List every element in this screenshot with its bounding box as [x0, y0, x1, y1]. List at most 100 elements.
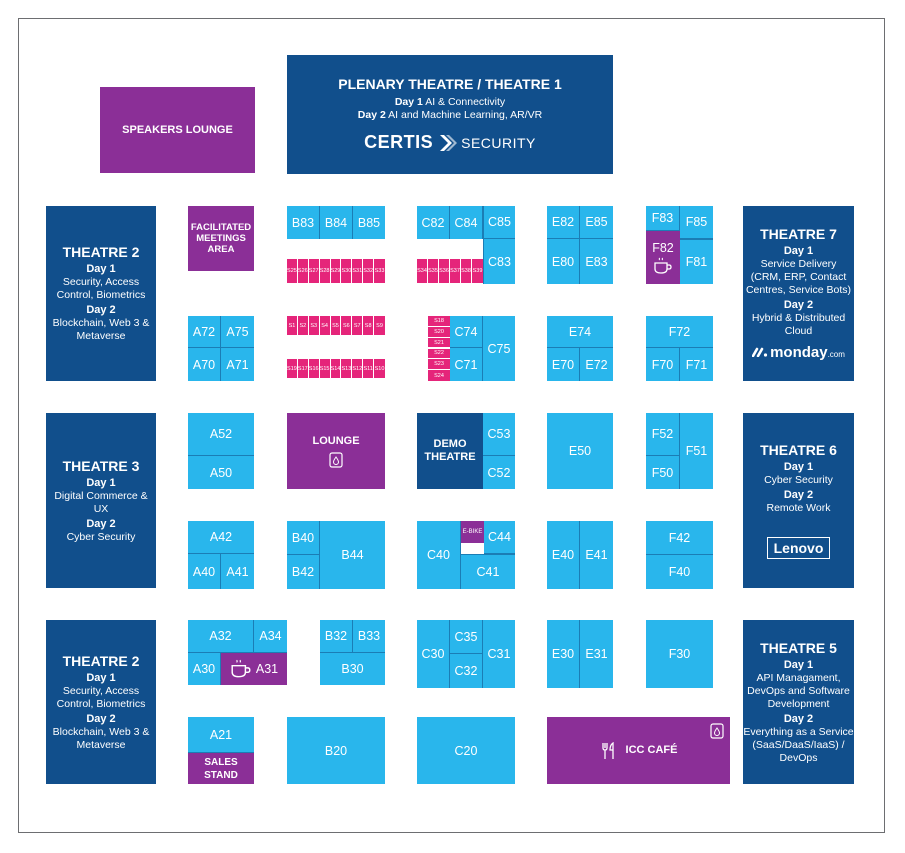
booth-A71[interactable]: A71: [221, 348, 254, 381]
booth-F52[interactable]: F52: [646, 413, 680, 456]
booth-E83[interactable]: E83: [580, 239, 613, 284]
small-stand-S3[interactable]: S3: [308, 316, 320, 335]
booth-E40[interactable]: E40: [547, 521, 580, 589]
booth-E82[interactable]: E82: [547, 206, 580, 239]
small-stand-S20[interactable]: S20: [428, 326, 450, 338]
small-stand-S10[interactable]: S10: [374, 359, 385, 378]
booth-F71[interactable]: F71: [680, 348, 713, 381]
ebike-stand[interactable]: E-BIKE: [461, 521, 484, 543]
booth-A34[interactable]: A34: [254, 620, 287, 653]
booth-F85[interactable]: F85: [680, 206, 713, 239]
lounge[interactable]: LOUNGE: [287, 413, 385, 489]
small-stand-S6[interactable]: S6: [341, 316, 353, 335]
booth-C20[interactable]: C20: [417, 717, 515, 784]
small-stand-S1[interactable]: S1: [287, 316, 298, 335]
booth-B84[interactable]: B84: [320, 206, 353, 239]
small-stand-S19[interactable]: S19: [287, 359, 298, 378]
booth-C41[interactable]: C41: [461, 554, 515, 589]
small-stand-S14[interactable]: S14: [330, 359, 342, 378]
facilitated-meetings-area[interactable]: FACILITATED MEETINGS AREA: [188, 206, 254, 271]
theatre-3[interactable]: THEATRE 3 Day 1 Digital Commerce & UX Da…: [46, 413, 156, 588]
small-stand-S39[interactable]: S39: [472, 259, 483, 283]
small-stand-S17[interactable]: S17: [297, 359, 309, 378]
booth-F40[interactable]: F40: [646, 555, 713, 589]
small-stand-S15[interactable]: S15: [319, 359, 331, 378]
booth-F51[interactable]: F51: [680, 413, 713, 489]
booth-E74[interactable]: E74: [547, 316, 613, 348]
booth-C82[interactable]: C82: [417, 206, 450, 239]
booth-F30[interactable]: F30: [646, 620, 713, 688]
booth-C53[interactable]: C53: [483, 413, 515, 456]
booth-E31[interactable]: E31: [580, 620, 613, 688]
booth-B42[interactable]: B42: [287, 555, 320, 589]
theatre-5[interactable]: THEATRE 5 Day 1 API Managament, DevOps a…: [743, 620, 854, 784]
booth-E70[interactable]: E70: [547, 348, 580, 381]
booth-F83[interactable]: F83: [646, 206, 680, 231]
booth-A70[interactable]: A70: [188, 348, 221, 381]
sales-stand[interactable]: SALES STAND: [188, 753, 254, 784]
booth-E41[interactable]: E41: [580, 521, 613, 589]
booth-B30[interactable]: B30: [320, 653, 385, 685]
booth-A32[interactable]: A32: [188, 620, 254, 653]
booth-A31[interactable]: A31: [221, 653, 287, 685]
booth-F82[interactable]: F82: [646, 231, 680, 284]
booth-F81[interactable]: F81: [680, 239, 713, 284]
booth-A42[interactable]: A42: [188, 521, 254, 554]
small-stand-S9[interactable]: S9: [374, 316, 385, 335]
booth-C30[interactable]: C30: [417, 620, 450, 688]
small-stand-S36[interactable]: S36: [439, 259, 450, 283]
booth-F70[interactable]: F70: [646, 348, 680, 381]
booth-A21[interactable]: A21: [188, 717, 254, 753]
booth-C44[interactable]: C44: [484, 521, 515, 554]
booth-C40[interactable]: C40: [417, 521, 461, 589]
theatre-6[interactable]: THEATRE 6 Day 1 Cyber Security Day 2 Rem…: [743, 413, 854, 588]
speakers-lounge[interactable]: SPEAKERS LOUNGE: [100, 87, 255, 173]
small-stand-S32[interactable]: S32: [363, 259, 375, 283]
booth-A52[interactable]: A52: [188, 413, 254, 456]
small-stand-S11[interactable]: S11: [363, 359, 375, 378]
booth-C85[interactable]: C85: [483, 206, 515, 239]
booth-B40[interactable]: B40: [287, 521, 320, 555]
small-stand-S21[interactable]: S21: [428, 337, 450, 349]
booth-B85[interactable]: B85: [357, 215, 381, 230]
booth-C35[interactable]: C35: [450, 620, 483, 654]
small-stand-S13[interactable]: S13: [341, 359, 353, 378]
booth-B33[interactable]: B33: [353, 620, 385, 653]
small-stand-S8[interactable]: S8: [363, 316, 375, 335]
booth-C83[interactable]: C83: [483, 239, 515, 284]
small-stand-S22[interactable]: S22: [428, 348, 450, 360]
small-stand-S26[interactable]: S26: [297, 259, 309, 283]
booth-B20[interactable]: B20: [287, 717, 385, 784]
small-stand-S27[interactable]: S27: [308, 259, 320, 283]
booth-C75[interactable]: C75: [483, 316, 515, 381]
booth-B32[interactable]: B32: [320, 620, 353, 653]
booth-E50[interactable]: E50: [547, 413, 613, 489]
small-stand-S2[interactable]: S2: [297, 316, 309, 335]
small-stand-S16[interactable]: S16: [308, 359, 320, 378]
booth-C71[interactable]: C71: [450, 348, 483, 381]
booth-C32[interactable]: C32: [450, 654, 483, 688]
small-stand-S25[interactable]: S25: [287, 259, 298, 283]
small-stand-S33[interactable]: S33: [374, 259, 385, 283]
small-stand-S18[interactable]: S18: [428, 316, 450, 327]
theatre-2-bottom[interactable]: THEATRE 2 Day 1 Security, Access Control…: [46, 620, 156, 784]
small-stand-S12[interactable]: S12: [352, 359, 364, 378]
booth-C52[interactable]: C52: [483, 456, 515, 489]
booth-B44[interactable]: B44: [320, 521, 385, 589]
small-stand-S31[interactable]: S31: [352, 259, 364, 283]
small-stand-S38[interactable]: S38: [461, 259, 472, 283]
small-stand-S23[interactable]: S23: [428, 359, 450, 371]
booth-A30[interactable]: A30: [188, 653, 221, 685]
icc-cafe[interactable]: ICC CAFÉ: [547, 717, 730, 784]
small-stand-S37[interactable]: S37: [450, 259, 461, 283]
theatre-7[interactable]: THEATRE 7 Day 1 Service Delivery (CRM, E…: [743, 206, 854, 381]
booth-E85[interactable]: E85: [580, 206, 613, 239]
booth-F42[interactable]: F42: [646, 521, 713, 555]
small-stand-S5[interactable]: S5: [330, 316, 342, 335]
small-stand-S7[interactable]: S7: [352, 316, 364, 335]
booth-C84[interactable]: C84: [450, 206, 483, 239]
theatre-2-top[interactable]: THEATRE 2 Day 1 Security, Access Control…: [46, 206, 156, 381]
small-stand-S34[interactable]: S34: [417, 259, 428, 283]
plenary-theatre[interactable]: PLENARY THEATRE / THEATRE 1 Day 1 AI & C…: [287, 55, 613, 174]
booth-A41[interactable]: A41: [221, 554, 254, 589]
